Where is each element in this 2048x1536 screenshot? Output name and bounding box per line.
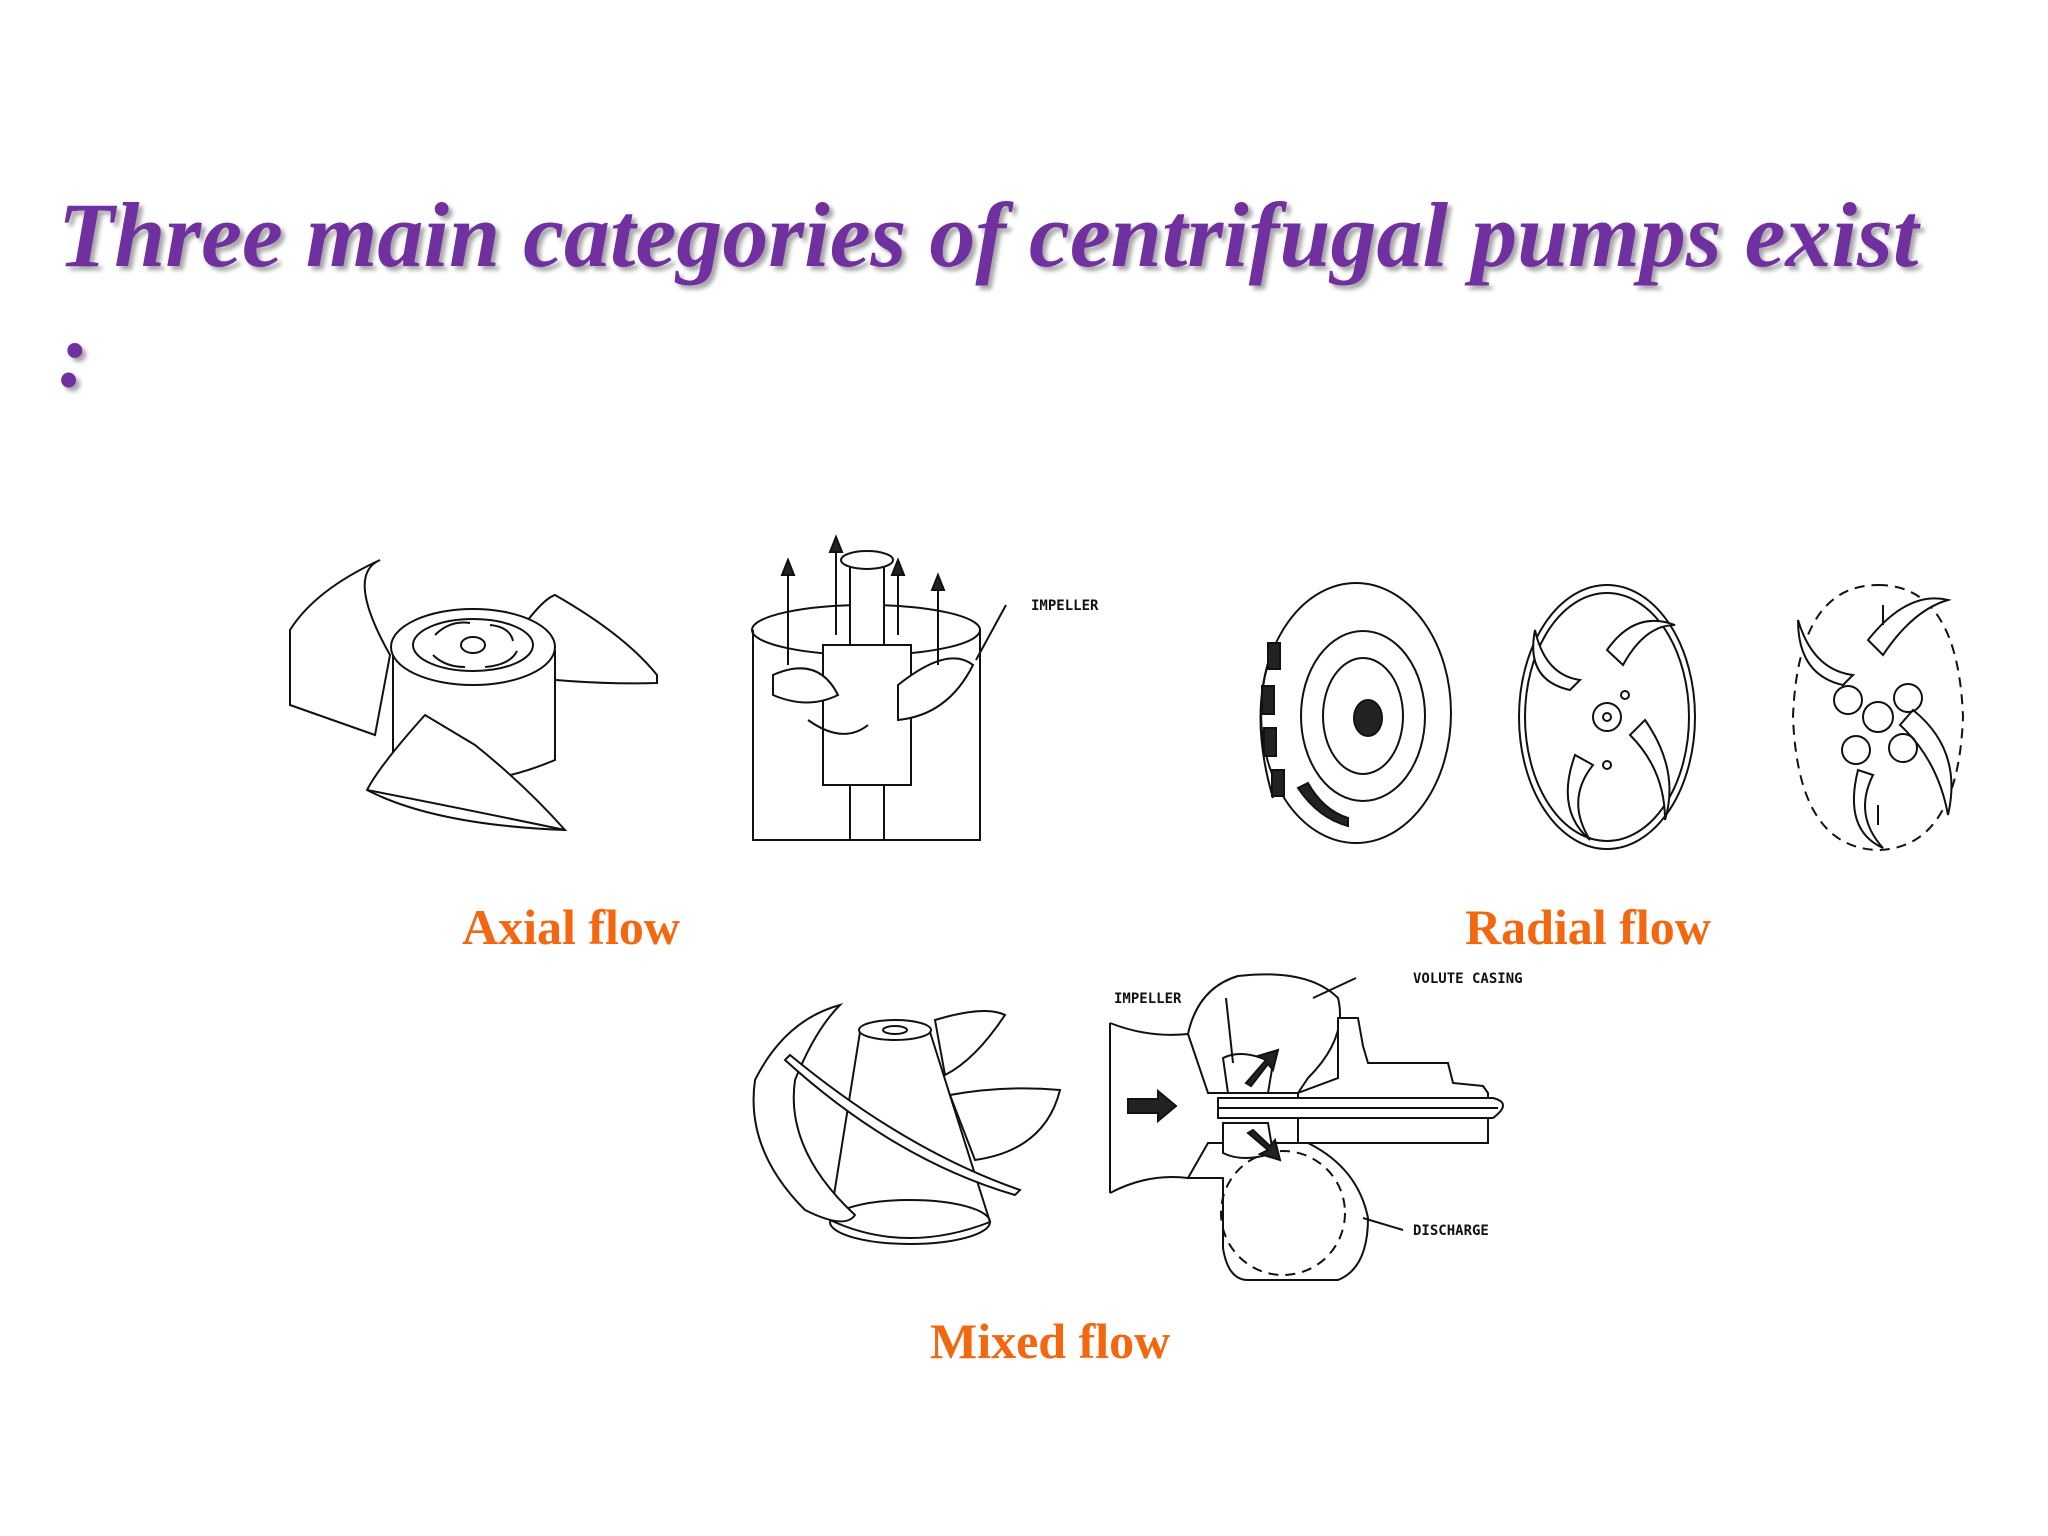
axial-flow-caption: Axial flow — [462, 899, 681, 955]
mixed-impeller-drawing — [745, 1000, 1065, 1270]
volute-casing-label: VOLUTE CASING — [1413, 971, 1523, 987]
radial-vane-drawing — [1515, 580, 1700, 855]
axial-propeller-drawing — [285, 555, 665, 840]
axial-casing-drawing: IMPELLER — [748, 535, 1099, 845]
mixed-casing-drawing: IMPELLER VOLUTE CASING DISCHARGE — [1108, 971, 1523, 1288]
radial-open-impeller-drawing — [1788, 580, 1968, 855]
radial-flow-caption: Radial flow — [1465, 899, 1711, 955]
mixed-flow-caption: Mixed flow — [930, 1313, 1171, 1369]
mixed-impeller-label: IMPELLER — [1114, 991, 1182, 1007]
slide-title: Three main categories of centrifugal pum… — [58, 184, 1919, 406]
radial-closed-impeller-drawing — [1238, 578, 1453, 848]
discharge-label: DISCHARGE — [1413, 1223, 1489, 1239]
axial-impeller-label: IMPELLER — [1031, 598, 1099, 614]
